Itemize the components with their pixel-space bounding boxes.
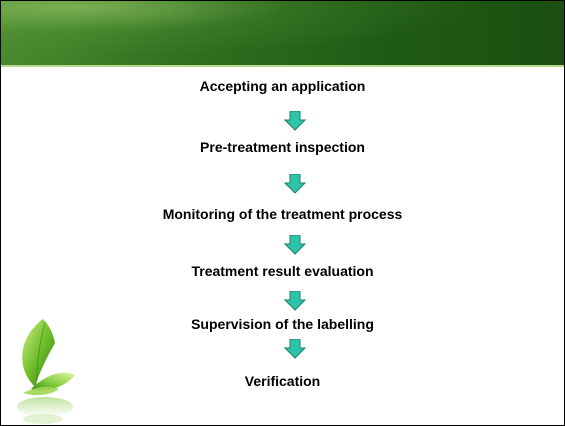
header-divider	[1, 65, 564, 67]
down-arrow-icon	[284, 235, 306, 255]
flow-step-treatment-result-evaluation: Treatment result evaluation	[191, 263, 374, 279]
down-arrow-icon	[284, 339, 306, 359]
down-arrow-icon	[284, 174, 306, 194]
flow-step-monitoring-treatment: Monitoring of the treatment process	[162, 206, 403, 222]
flow-step-supervision-labelling: Supervision of the labelling	[191, 316, 374, 332]
header-glow	[1, 1, 564, 65]
down-arrow-icon	[284, 111, 306, 131]
leaf-icon	[17, 319, 75, 424]
flow-step-pre-treatment-inspection: Pre-treatment inspection	[200, 139, 365, 155]
flow-step-accepting-application: Accepting an application	[199, 78, 366, 94]
down-arrow-icon	[284, 291, 306, 311]
flow-step-verification: Verification	[244, 373, 321, 389]
